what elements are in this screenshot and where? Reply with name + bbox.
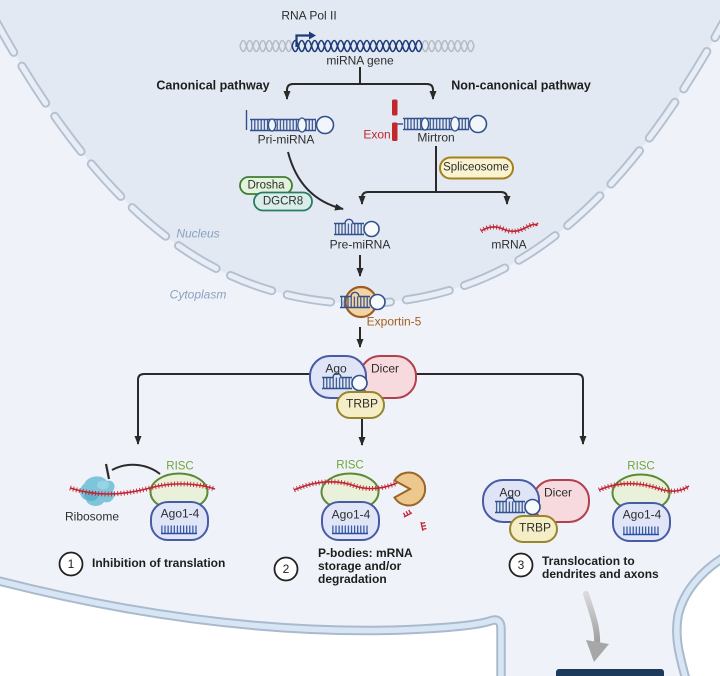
trbp-label: TRBP bbox=[345, 396, 379, 411]
mrna-strand-1 bbox=[69, 481, 216, 497]
dicer-label-2: Dicer bbox=[543, 485, 573, 500]
cytoplasm-label: Cytoplasm bbox=[169, 287, 227, 302]
ribosome-blob bbox=[80, 476, 115, 506]
cell-membrane-bottom-left bbox=[0, 576, 506, 676]
dicer-label: Dicer bbox=[370, 361, 400, 376]
risc-label-3: RISC bbox=[627, 460, 655, 473]
mrna-strand-2 bbox=[293, 479, 398, 493]
promoter-arrow-icon bbox=[295, 31, 316, 47]
pri-mirna-hairpin bbox=[245, 110, 335, 135]
ago1-4-label-3: Ago1-4 bbox=[622, 507, 662, 522]
dgcr8-pill bbox=[253, 191, 313, 212]
step1-circle bbox=[58, 551, 84, 577]
spliceosome-label: Spliceosome bbox=[443, 161, 509, 174]
step2-number: 2 bbox=[282, 562, 290, 576]
branch-pbodies bbox=[293, 471, 427, 540]
step3-circle bbox=[508, 552, 534, 578]
mrna-strand-3 bbox=[598, 481, 691, 494]
step2-line1: P-bodies: mRNA bbox=[318, 546, 413, 560]
step3-text: Translocation to dendrites and axons bbox=[542, 555, 659, 581]
exon-bar-bottom bbox=[392, 122, 398, 141]
exon-label: Exon bbox=[363, 127, 391, 142]
spliceosome-pill bbox=[439, 156, 514, 180]
mirtron-hairpin bbox=[392, 99, 488, 141]
cell-membrane-bottom-right bbox=[672, 554, 720, 676]
step3-number: 3 bbox=[517, 558, 525, 572]
pre-mirna-label: Pre-miRNA bbox=[329, 237, 391, 252]
mirtron-label: Mirtron bbox=[417, 130, 455, 145]
step2-line3: degradation bbox=[318, 572, 387, 586]
step1-text: Inhibition of translation bbox=[92, 557, 225, 570]
rna-pol-ii-label: RNA Pol II bbox=[281, 8, 337, 23]
branch-inhibition bbox=[69, 463, 216, 540]
mrna-squiggle bbox=[479, 221, 540, 234]
dgcr8-label: DGCR8 bbox=[262, 195, 304, 208]
exportin5-pore bbox=[339, 285, 386, 319]
canonical-pathway-heading: Canonical pathway bbox=[156, 78, 270, 93]
mirna-gene-label: miRNA gene bbox=[326, 53, 394, 68]
step2-text: P-bodies: mRNA storage and/or degradatio… bbox=[318, 547, 413, 586]
step1-number: 1 bbox=[67, 557, 75, 571]
step2-circle bbox=[273, 556, 299, 582]
pbody-exonuclease bbox=[393, 471, 427, 507]
ago1-4-label-1: Ago1-4 bbox=[160, 506, 200, 521]
pri-mirna-label: Pri-miRNA bbox=[257, 132, 315, 147]
mrna-label: mRNA bbox=[491, 237, 527, 252]
cropped-badge bbox=[556, 669, 664, 676]
pathway-arrows bbox=[134, 67, 587, 446]
ago1-4-label-2: Ago1-4 bbox=[331, 507, 371, 522]
translocation-direction-arrow bbox=[583, 591, 609, 662]
step1-line1: Inhibition of translation bbox=[92, 556, 226, 570]
exportin5-label: Exportin-5 bbox=[366, 314, 422, 329]
trbp-label-2: TRBP bbox=[518, 520, 552, 535]
risc-label-2: RISC bbox=[336, 459, 364, 472]
ribosome-label: Ribosome bbox=[64, 509, 120, 524]
risc-label-1: RISC bbox=[166, 460, 194, 473]
drosha-label: Drosha bbox=[247, 179, 285, 192]
step3-line1: Translocation to bbox=[542, 554, 635, 568]
ago-label: Ago bbox=[325, 361, 347, 376]
branch-translocation bbox=[598, 475, 691, 542]
exon-bar-top bbox=[392, 99, 398, 116]
step3-line2: dendrites and axons bbox=[542, 567, 659, 581]
step2-line2: storage and/or bbox=[318, 559, 402, 573]
dna-mirna-gene bbox=[239, 39, 475, 53]
mrna-fragments bbox=[402, 509, 427, 531]
inhibition-tbar-arrow bbox=[104, 463, 161, 480]
nucleus-label: Nucleus bbox=[176, 226, 220, 241]
ago-label-2: Ago bbox=[499, 485, 521, 500]
noncanonical-pathway-heading: Non-canonical pathway bbox=[451, 78, 591, 93]
